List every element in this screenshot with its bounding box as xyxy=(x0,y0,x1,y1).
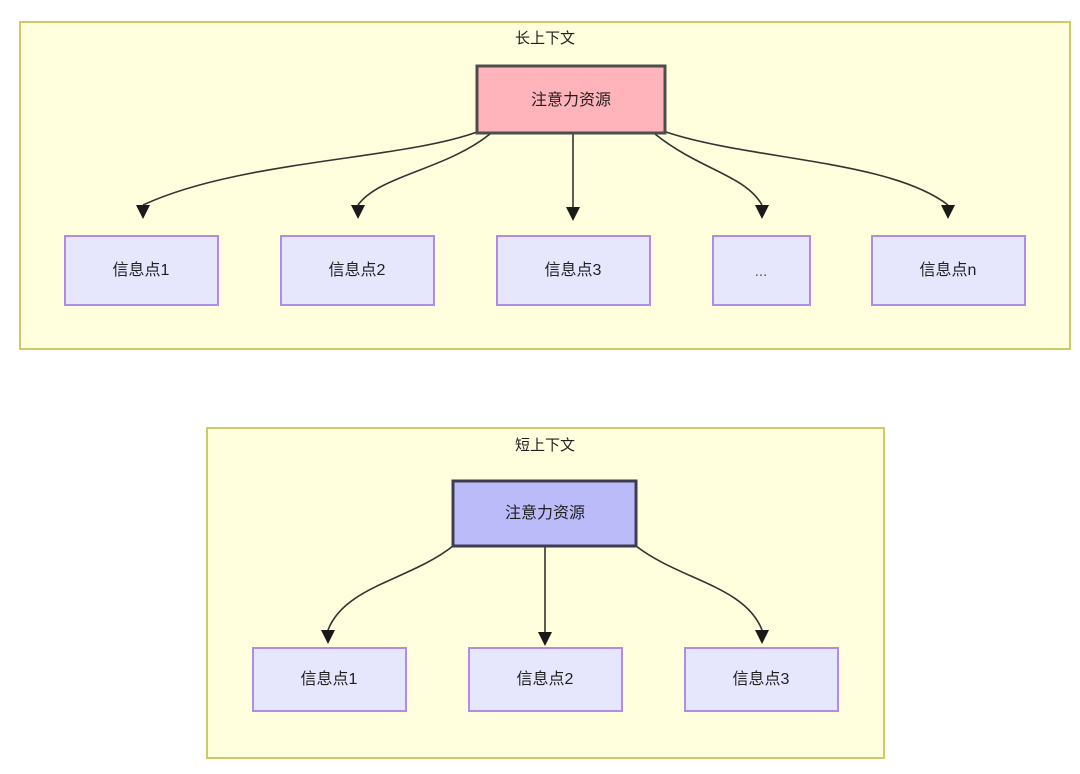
node-rect-info-point-2-long[interactable] xyxy=(280,235,435,306)
node-attention-resource-short[interactable]: 注意力资源 xyxy=(451,479,638,548)
edge-root-to-leaf-5 xyxy=(665,131,949,206)
edges-long-context xyxy=(142,131,949,207)
edge-short-root-to-leaf-1 xyxy=(327,545,454,631)
node-label-info-point-n-long: 信息点n xyxy=(920,261,977,279)
node-info-point-1-short[interactable]: 信息点1 xyxy=(252,647,407,712)
node-info-point-ellipsis-long[interactable]: ... xyxy=(712,235,811,306)
node-rect-info-point-2-short[interactable] xyxy=(468,647,623,712)
edge-short-root-to-leaf-3 xyxy=(635,545,763,631)
node-info-point-3-short[interactable]: 信息点3 xyxy=(684,647,839,712)
node-rect-info-point-1-long[interactable] xyxy=(64,235,219,306)
arrowhead-short-leaf-1 xyxy=(321,630,335,644)
arrowhead-leaf-1 xyxy=(136,205,150,219)
node-label-info-point-1-short: 信息点1 xyxy=(301,670,358,688)
node-rect-info-point-3-long[interactable] xyxy=(496,235,651,306)
arrowheads-long-context xyxy=(136,205,955,221)
arrowhead-leaf-2 xyxy=(351,205,365,219)
node-label-info-point-ellipsis-long: ... xyxy=(755,263,768,280)
node-label-info-point-2-long: 信息点2 xyxy=(329,261,386,279)
arrowhead-short-leaf-3 xyxy=(755,630,769,644)
node-label-info-point-3-long: 信息点3 xyxy=(545,261,602,279)
node-info-point-2-long[interactable]: 信息点2 xyxy=(280,235,435,306)
node-rect-info-point-3-short[interactable] xyxy=(684,647,839,712)
arrowhead-short-leaf-2 xyxy=(538,632,552,646)
edge-root-to-leaf-2 xyxy=(357,133,491,206)
node-label-attention-resource-long: 注意力资源 xyxy=(531,90,611,109)
node-rect-attention-resource-short[interactable] xyxy=(451,479,638,548)
node-info-point-1-long[interactable]: 信息点1 xyxy=(64,235,219,306)
node-label-info-point-2-short: 信息点2 xyxy=(517,670,574,688)
arrowhead-leaf-3 xyxy=(566,207,580,221)
edge-root-to-leaf-1 xyxy=(142,131,478,206)
node-label-attention-resource-short: 注意力资源 xyxy=(505,503,585,522)
container-title-long-context: 长上下文 xyxy=(515,30,575,47)
edge-root-to-leaf-4 xyxy=(654,133,763,206)
edges-short-context xyxy=(327,545,763,632)
node-rect-info-point-ellipsis-long[interactable] xyxy=(712,235,811,306)
node-info-point-2-short[interactable]: 信息点2 xyxy=(468,647,623,712)
node-rect-info-point-1-short[interactable] xyxy=(252,647,407,712)
node-info-point-3-long[interactable]: 信息点3 xyxy=(496,235,651,306)
container-title-short-context: 短上下文 xyxy=(515,437,575,454)
node-label-info-point-1-long: 信息点1 xyxy=(113,261,170,279)
group-short-context[interactable]: 短上下文 注意力资源 信息点1 xyxy=(206,427,885,759)
arrowheads-short-context xyxy=(321,630,769,646)
arrowhead-leaf-4 xyxy=(755,205,769,219)
node-label-info-point-3-short: 信息点3 xyxy=(733,670,790,688)
arrowhead-leaf-5 xyxy=(941,205,955,219)
group-long-context[interactable]: 长上下文 注意力资源 xyxy=(19,21,1071,350)
node-rect-attention-resource-long[interactable] xyxy=(475,64,667,135)
node-info-point-n-long[interactable]: 信息点n xyxy=(871,235,1026,306)
node-attention-resource-long[interactable]: 注意力资源 xyxy=(475,64,667,135)
node-rect-info-point-n-long[interactable] xyxy=(871,235,1026,306)
